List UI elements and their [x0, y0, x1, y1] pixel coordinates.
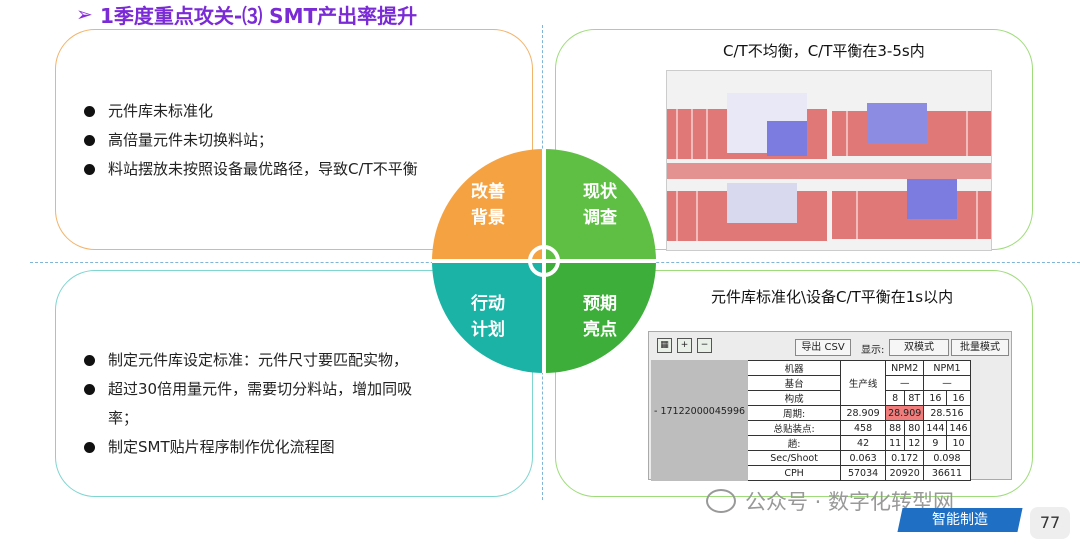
grid-icon[interactable]: ▦: [657, 338, 672, 353]
petal-action: 行动计划: [432, 261, 544, 373]
bullet-icon: [84, 442, 95, 453]
category-badge: 智能制造: [897, 508, 1023, 532]
title-arrow-icon: ➢: [76, 2, 93, 26]
batch-mode-button[interactable]: 批量模式: [951, 339, 1009, 356]
bullet-icon: [84, 106, 95, 117]
dual-mode-button[interactable]: 双模式: [889, 339, 949, 356]
action-list: 制定元件库设定标准：元件尺寸要匹配实物， 超过30倍用量元件，需要切分料站，增加…: [82, 346, 422, 462]
list-item: 超过30倍用量元件，需要切分料站，增加同吸率；: [82, 375, 422, 433]
bullet-icon: [84, 384, 95, 395]
table-row: 机器 生产线 NPM2 NPM1: [650, 360, 971, 406]
table-row: - 17122000045996 周期:28.909 28.909 28.516: [650, 405, 971, 481]
cycle-time-table-panel: ▦ + − 导出 CSV 显示: 双模式 批量模式 机器 生产线 NPM2 NP…: [648, 331, 1012, 481]
background-list: 元件库未标准化 高倍量元件未切换料站； 料站摆放未按照设备最优路径，导致C/T不…: [82, 97, 418, 184]
display-label: 显示:: [861, 345, 885, 356]
zoom-out-icon[interactable]: −: [697, 338, 712, 353]
expect-caption: 元件库标准化\设备C/T平衡在1s以内: [711, 288, 954, 306]
survey-caption: C/T不均衡，C/T平衡在3-5s内: [723, 42, 925, 60]
page-title: 1季度重点攻关-⑶ SMT产出率提升: [100, 4, 418, 28]
zoom-in-icon[interactable]: +: [677, 338, 692, 353]
petal-survey: 现状调查: [544, 149, 656, 261]
list-item: 制定元件库设定标准：元件尺寸要匹配实物，: [82, 346, 422, 375]
petal-background: 改善背景: [432, 149, 544, 261]
list-item: 料站摆放未按照设备最优路径，导致C/T不平衡: [82, 155, 418, 184]
bullet-icon: [84, 164, 95, 175]
petal-expect: 预期亮点: [544, 261, 656, 373]
export-csv-button[interactable]: 导出 CSV: [795, 339, 851, 356]
page-number: 77: [1030, 507, 1070, 539]
bullet-icon: [84, 355, 95, 366]
center-circle: 改善背景 现状调查 行动计划 预期亮点: [432, 149, 656, 373]
list-item: 制定SMT贴片程序制作优化流程图: [82, 433, 422, 462]
ct-chart-graphic: [667, 71, 991, 250]
wechat-icon: [706, 489, 736, 513]
list-item: 高倍量元件未切换料站；: [82, 126, 418, 155]
cycle-icon: [528, 245, 560, 277]
ct-chart-image: [666, 70, 992, 251]
table-row: 基台 — —: [652, 375, 971, 391]
bullet-icon: [84, 135, 95, 146]
list-item: 元件库未标准化: [82, 97, 418, 126]
